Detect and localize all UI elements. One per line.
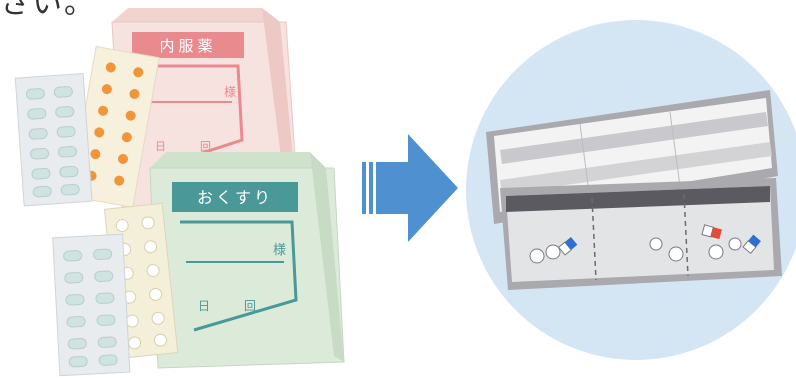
- medication-tray-icon: [500, 178, 782, 290]
- medicine-group: 内服薬 様 日 回: [14, 8, 345, 377]
- bag-label-band: [172, 182, 298, 212]
- day-label: 日: [155, 140, 166, 153]
- pill-icon: [529, 244, 561, 264]
- blister-pack-icon: [52, 233, 131, 377]
- name-suffix-label: 様: [224, 85, 236, 99]
- bag-label: おくすり: [197, 188, 273, 207]
- name-suffix-label: 様: [273, 243, 286, 258]
- pill-icon: [649, 237, 684, 262]
- capsule-icon: [742, 234, 761, 255]
- bag-label: 内服薬: [159, 37, 216, 55]
- pill-icon: [708, 237, 742, 260]
- capsule-icon: [557, 237, 578, 256]
- medicine-bag-icon: おくすり 様 日 回: [149, 152, 345, 369]
- times-label: 回: [200, 140, 211, 153]
- medication-tray-illustration: [466, 20, 796, 360]
- times-label: 回: [244, 299, 256, 313]
- day-label: 日: [198, 299, 210, 313]
- bag-label-band: [132, 32, 244, 58]
- arrow-right-icon: [362, 134, 458, 242]
- blister-pack-icon: [69, 46, 160, 208]
- capsule-icon: [701, 224, 722, 240]
- caption-text-fragment: さい。: [0, 0, 96, 21]
- blister-pack-icon: [14, 72, 93, 207]
